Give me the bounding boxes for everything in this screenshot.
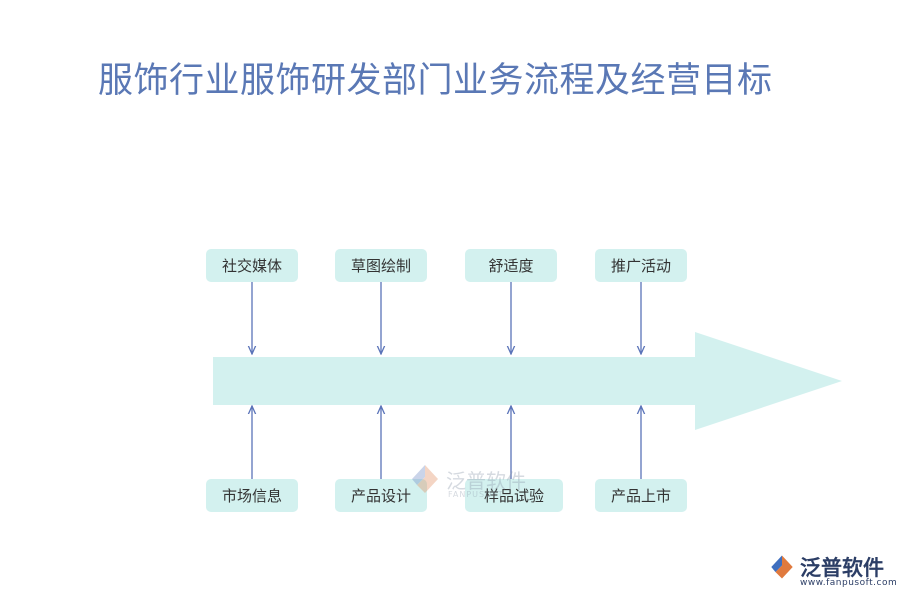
bottom-box-market-info: 市场信息	[206, 479, 298, 512]
brand-logo: 泛普软件	[768, 552, 884, 582]
top-box-promotion: 推广活动	[595, 249, 687, 282]
watermark-subtext: FANPUSOFT	[448, 490, 504, 499]
page-title: 服饰行业服饰研发部门业务流程及经营目标	[98, 61, 773, 101]
fanpu-logo-icon	[771, 555, 793, 579]
main-process-arrow	[213, 332, 842, 430]
logo-text: 泛普软件	[800, 556, 884, 580]
watermark-text: 泛普软件	[446, 468, 526, 493]
bottom-box-product-design: 产品设计	[335, 479, 427, 512]
top-box-comfort: 舒适度	[465, 249, 557, 282]
top-box-social-media: 社交媒体	[206, 249, 298, 282]
bottom-box-product-launch: 产品上市	[595, 479, 687, 512]
center-watermark: 泛普软件 FANPUSOFT	[408, 462, 526, 499]
top-box-sketch: 草图绘制	[335, 249, 427, 282]
fanpu-logo-icon	[412, 465, 438, 493]
logo-url: www.fanpusoft.com	[800, 578, 898, 588]
bottom-box-sample-test: 样品试验	[465, 479, 563, 512]
